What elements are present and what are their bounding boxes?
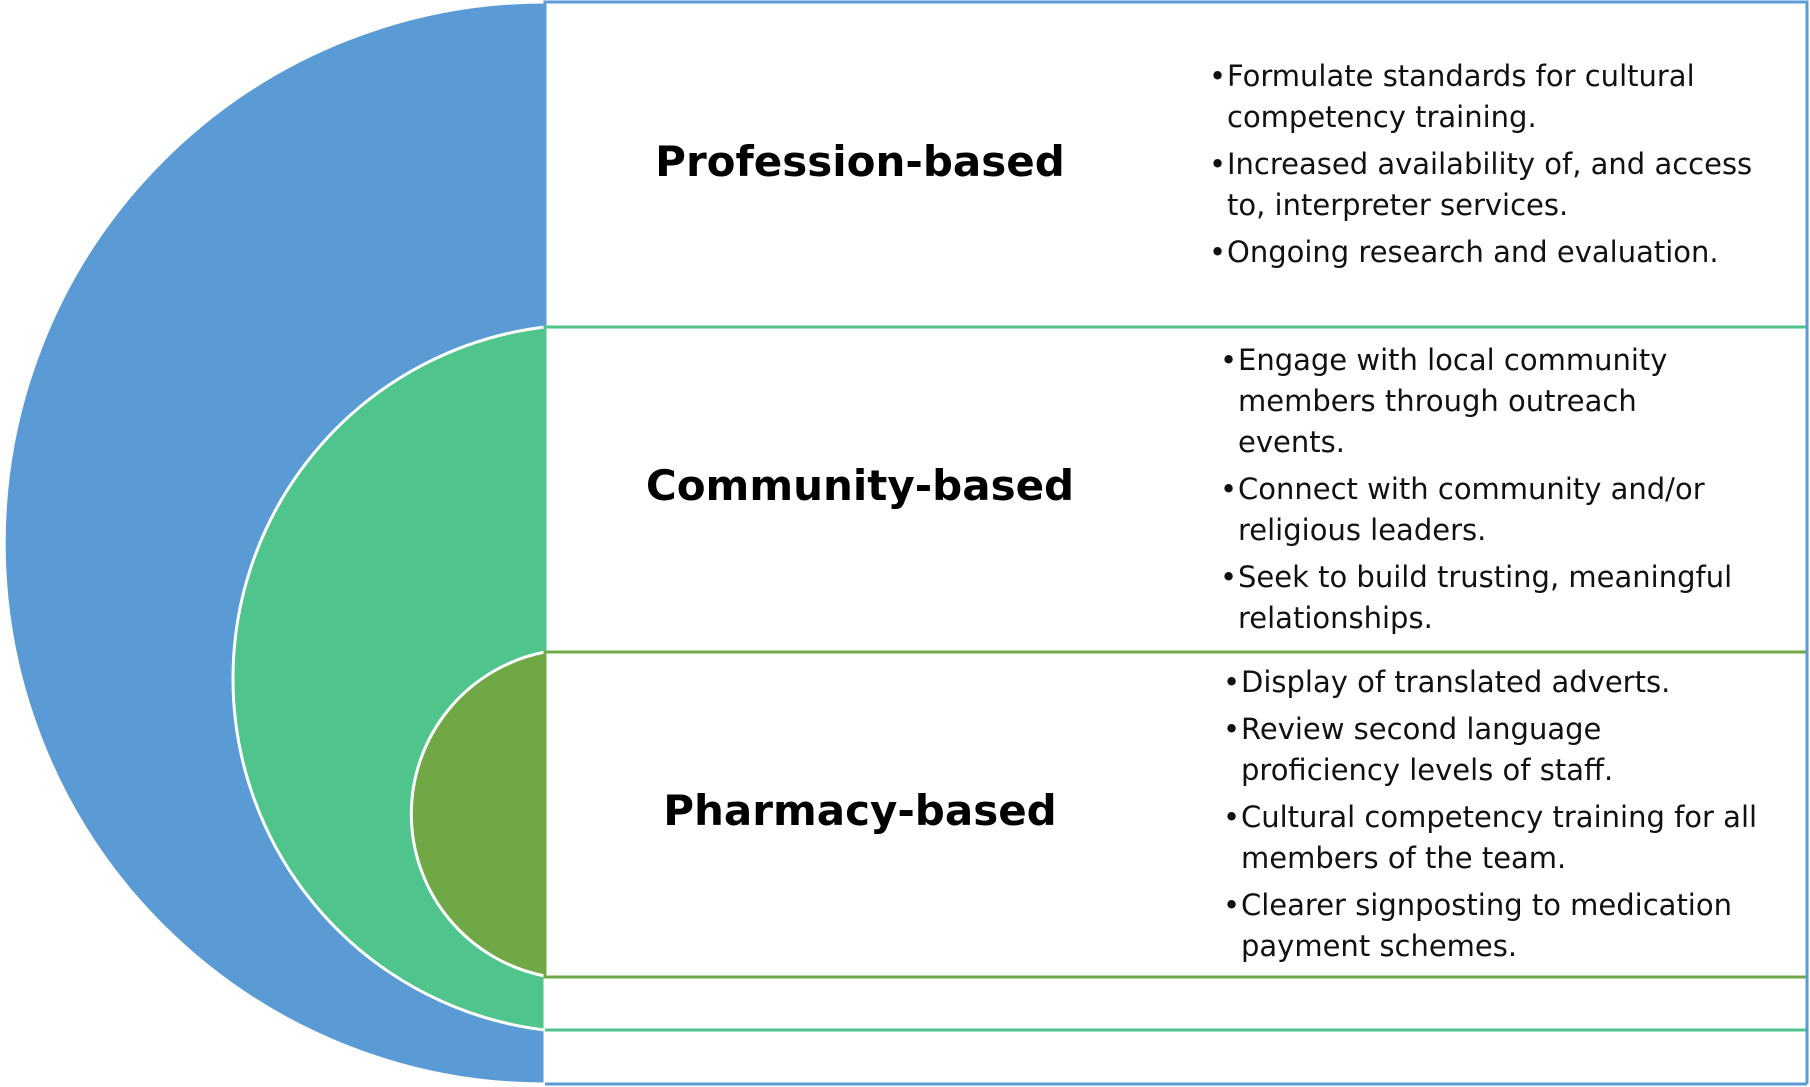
list-item: Ongoing research and evaluation. <box>1209 232 1769 273</box>
list-item: Review second language proficiency level… <box>1223 709 1763 791</box>
pharmacy-semicircle <box>409 650 547 978</box>
profession-actions: Formulate standards for cultural compete… <box>1209 56 1769 279</box>
list-item: Cultural competency training for all mem… <box>1223 797 1763 879</box>
list-item: Connect with community and/or religious … <box>1220 469 1740 551</box>
list-item: Increased availability of, and access to… <box>1209 144 1769 226</box>
community-actions: Engage with local community members thro… <box>1220 340 1740 645</box>
list-item: Display of translated adverts. <box>1223 662 1763 703</box>
list-item: Seek to build trusting, meaningful relat… <box>1220 557 1740 639</box>
list-item: Formulate standards for cultural compete… <box>1209 56 1769 138</box>
pharmacy-heading: Pharmacy-based <box>663 786 1057 835</box>
pharmacy-actions: Display of translated adverts. Review se… <box>1223 662 1763 973</box>
list-item: Engage with local community members thro… <box>1220 340 1740 463</box>
community-heading: Community-based <box>645 461 1075 510</box>
list-item: Clearer signposting to medication paymen… <box>1223 885 1763 967</box>
profession-heading: Profession-based <box>655 137 1065 186</box>
